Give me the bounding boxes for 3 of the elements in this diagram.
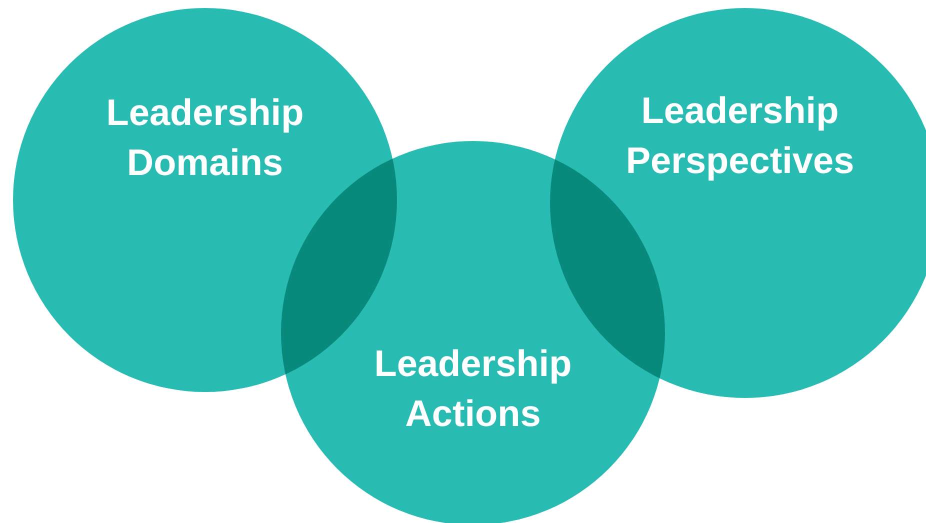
circle-label: Leadership Actions	[373, 342, 573, 436]
circle-label: Leadership Domains	[105, 91, 305, 185]
circle-label: Leadership Perspectives	[624, 89, 856, 183]
